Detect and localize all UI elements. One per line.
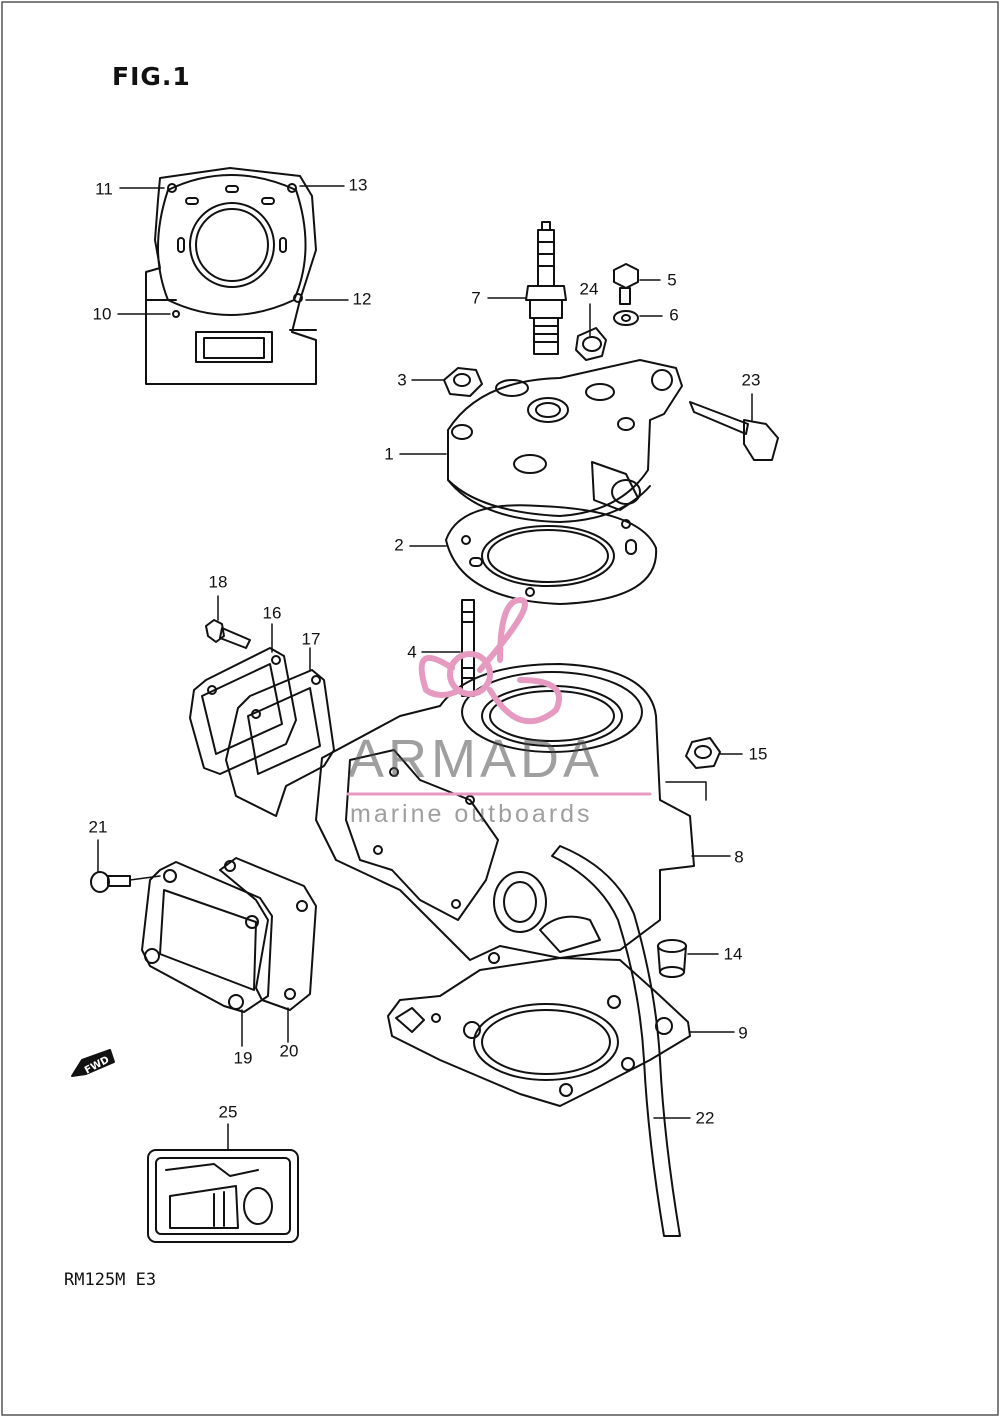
callout-4: 4 — [407, 642, 417, 662]
gasket-set-box — [147, 1149, 299, 1243]
exhaust-valve-cover — [141, 861, 273, 1013]
callout-1: 1 — [384, 444, 394, 464]
watermark-tagline: marine outboards — [350, 800, 593, 828]
callout-13: 13 — [348, 175, 368, 195]
nut-15 — [685, 737, 721, 769]
bolt-23 — [689, 401, 779, 461]
model-code: RM125M E3 — [64, 1270, 157, 1290]
callout-24: 24 — [579, 279, 599, 299]
callout-2: 2 — [394, 535, 404, 555]
callout-5: 5 — [667, 270, 677, 290]
dowel-14 — [657, 939, 687, 978]
exhaust-valve-gasket-16 — [189, 647, 297, 775]
callout-19: 19 — [233, 1048, 253, 1068]
bolt-18 — [205, 619, 251, 649]
callout-17: 17 — [301, 629, 321, 649]
callout-11: 11 — [95, 179, 113, 199]
watermark-brand: ARMADA — [348, 729, 604, 789]
callout-25: 25 — [218, 1102, 238, 1122]
callout-6: 6 — [669, 305, 679, 325]
callout-9: 9 — [738, 1023, 748, 1043]
head-gasket — [445, 504, 658, 605]
callout-16: 16 — [262, 603, 282, 623]
callout-20: 20 — [279, 1041, 299, 1061]
washer-6 — [613, 310, 639, 326]
cylinder-head — [447, 359, 683, 523]
base-gasket — [387, 957, 691, 1107]
bolt-5 — [613, 263, 639, 305]
exhaust-valve-gasket-17 — [225, 669, 335, 817]
callout-14: 14 — [723, 944, 743, 964]
figure-title: FIG.1 — [112, 62, 191, 91]
inset-cylinder-top-view — [145, 167, 317, 385]
callout-15: 15 — [748, 744, 768, 764]
callout-10: 10 — [92, 304, 112, 324]
callout-18: 18 — [208, 572, 228, 592]
callout-21: 21 — [88, 817, 108, 837]
nut-24 — [575, 327, 607, 361]
callout-12: 12 — [352, 289, 372, 309]
leader-lines — [97, 185, 753, 1151]
screw-21 — [90, 871, 131, 893]
callout-3: 3 — [397, 370, 407, 390]
callout-7: 7 — [471, 288, 481, 308]
breather-hose — [551, 845, 681, 1237]
callout-23: 23 — [741, 370, 761, 390]
exhaust-valve-cover-gasket — [219, 857, 317, 1011]
fwd-arrow-icon — [71, 1049, 115, 1077]
callout-8: 8 — [734, 847, 744, 867]
spark-plug — [525, 221, 567, 355]
callout-22: 22 — [695, 1108, 715, 1128]
watermark-logo-icon — [418, 597, 563, 725]
nut-3 — [443, 367, 483, 397]
